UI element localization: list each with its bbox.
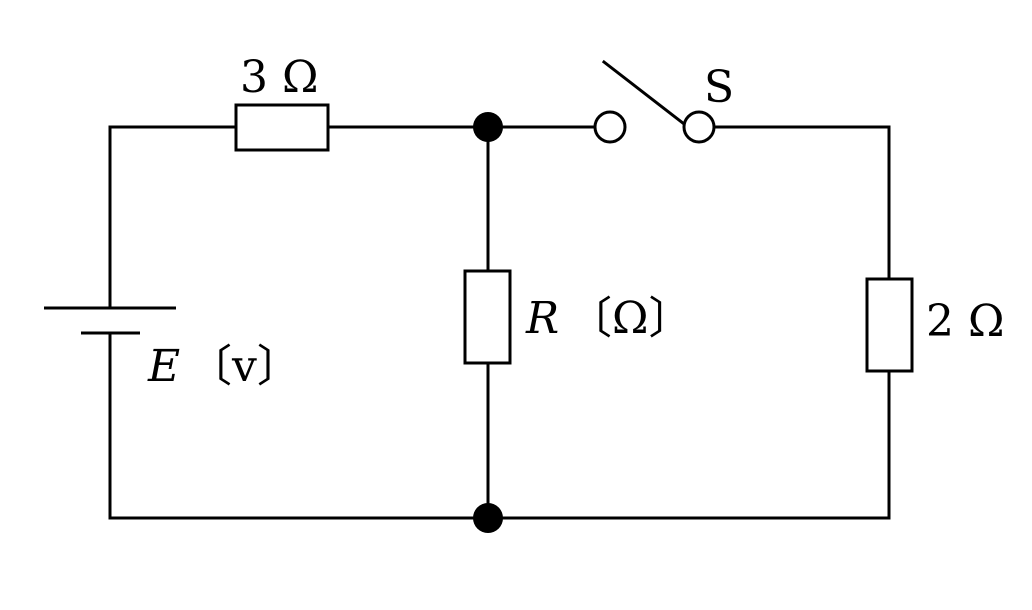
label-3-ohm: 3 Ω [240, 52, 318, 103]
label-e-unit: 〔v〕 [188, 341, 301, 392]
resistor-2-ohm [865, 277, 914, 373]
resistor-r [463, 269, 512, 365]
junction-top [473, 112, 503, 142]
label-r-symbol: R [525, 293, 559, 344]
label-switch-s: S [704, 62, 734, 113]
label-e-symbol: E [147, 341, 180, 392]
switch-terminal-left [593, 110, 627, 144]
label-2-ohm: 2 Ω [926, 296, 1004, 347]
junction-bottom [473, 503, 503, 533]
switch-lever [601, 59, 691, 130]
switch-terminal-right [682, 110, 716, 144]
label-r-unit: 〔Ω〕 [568, 293, 692, 344]
resistor-3-ohm [234, 103, 330, 152]
